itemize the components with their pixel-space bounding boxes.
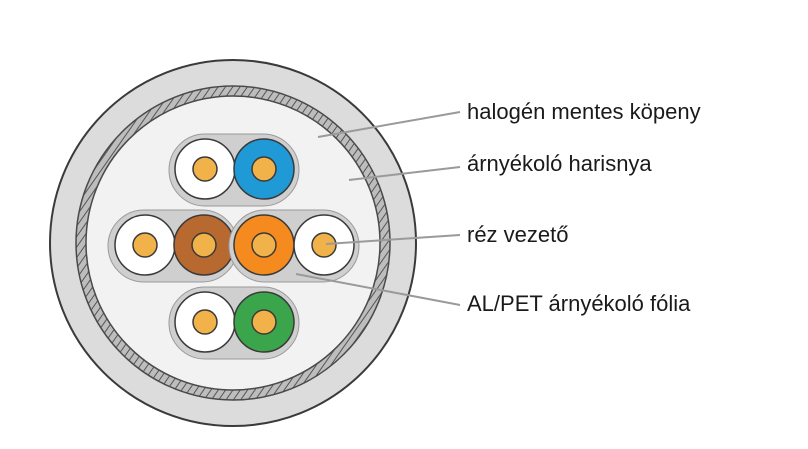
copper-conductor: [132, 232, 158, 258]
copper-conductor: [251, 309, 277, 335]
label-jacket: halogén mentes köpeny: [467, 99, 701, 124]
copper-conductor: [192, 156, 218, 182]
leader-line-foil: [295, 273, 461, 306]
leader-line-jacket: [317, 111, 461, 138]
copper-conductor: [191, 232, 217, 258]
copper-conductor: [251, 156, 277, 182]
wire-pair-top: [168, 133, 300, 207]
label-braid: árnyékoló harisnya: [467, 151, 652, 176]
label-conductor: réz vezető: [467, 222, 569, 247]
leader-line-conductor: [325, 234, 461, 245]
wire-pair-right: [228, 209, 360, 283]
wire-pair-left: [107, 209, 239, 283]
copper-conductor: [311, 232, 337, 258]
leader-line-braid: [348, 166, 461, 181]
copper-conductor: [192, 309, 218, 335]
label-foil: AL/PET árnyékoló fólia: [467, 291, 691, 316]
copper-conductor: [251, 232, 277, 258]
wire-pair-bottom: [168, 286, 300, 360]
